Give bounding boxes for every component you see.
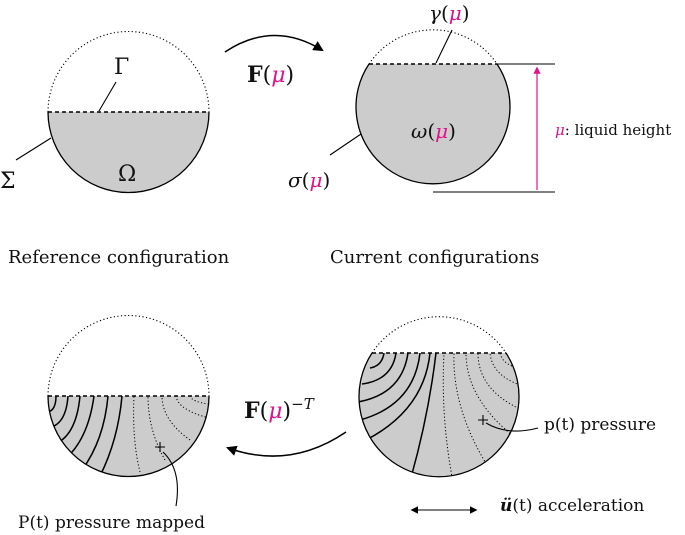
pressure-dotted-arc	[371, 316, 507, 354]
pressure-probe-leader	[485, 422, 539, 432]
gamma-label: Γ	[114, 55, 129, 80]
inverse-map-arrow	[226, 431, 347, 457]
sigma-leader	[15, 137, 52, 161]
gamma-current-leader	[435, 29, 453, 64]
pressure-label: p(t) pressure	[544, 415, 656, 435]
forward-map: F(μ)	[224, 34, 324, 88]
gamma-current-label: γ(μ)	[429, 1, 470, 25]
sigma-current-label: σ(μ)	[288, 168, 330, 192]
mapped-probe-leader	[162, 451, 178, 507]
current-wetted-boundary	[355, 63, 511, 185]
reference-dotted-arc	[47, 30, 210, 113]
acceleration: ü(t) acceleration	[410, 496, 644, 516]
forward-map-arrow	[224, 34, 324, 53]
reference-caption: Reference configuration	[8, 247, 230, 268]
current-domain: γ(μ) ω(μ) σ(μ) μ: liquid height	[288, 1, 671, 193]
forward-map-label: F(μ)	[247, 62, 294, 88]
mapped-dotted-arc	[47, 314, 210, 397]
pressure-probe-cross	[478, 415, 488, 425]
pressure-wetted-boundary	[358, 352, 520, 478]
inverse-map-label: F(μ)−T	[244, 395, 315, 424]
mapped-wetted-boundary	[47, 395, 210, 478]
sigma-current-leader	[329, 133, 362, 156]
omega-current-label: ω(μ)	[411, 119, 456, 143]
pressure-liquid-region	[359, 353, 520, 477]
liquid-height-label: μ: liquid height	[555, 121, 671, 139]
current-liquid-region	[356, 64, 510, 184]
mapped-liquid-region	[48, 396, 209, 477]
current-dotted-arc	[368, 29, 498, 65]
omega-label: Ω	[118, 162, 136, 187]
mapped-pressure-domain: P(t) pressure mapped	[18, 314, 210, 533]
pressure-mapped-label: P(t) pressure mapped	[18, 513, 205, 533]
sigma-label: Σ	[0, 169, 16, 194]
acceleration-label: ü(t) acceleration	[500, 496, 644, 516]
reference-domain: Γ Σ Ω	[0, 30, 210, 194]
reference-liquid-region	[48, 112, 209, 193]
reference-wetted-boundary	[47, 111, 210, 194]
current-caption: Current configurations	[330, 247, 539, 268]
mapped-probe-cross	[155, 442, 165, 452]
pressure-isolines	[359, 353, 520, 477]
gamma-leader	[98, 81, 117, 112]
inverse-map: F(μ)−T	[226, 395, 347, 457]
pressure-domain: p(t) pressure	[358, 316, 656, 478]
